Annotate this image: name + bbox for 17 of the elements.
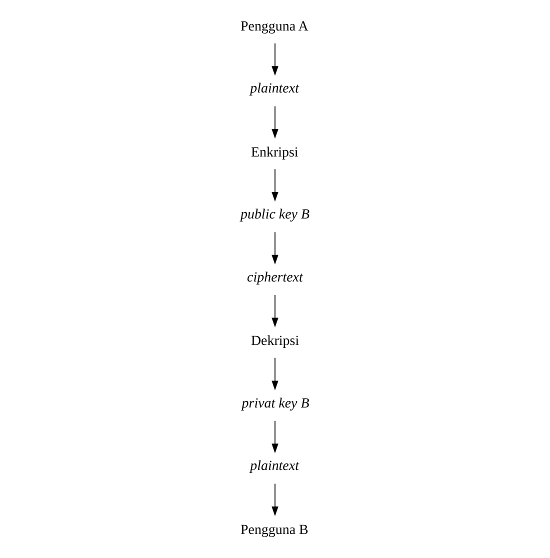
- arrow: [272, 420, 278, 454]
- node-text: plaintext: [250, 82, 299, 97]
- arrow: [272, 357, 278, 390]
- arrow: [272, 232, 278, 265]
- node-text: ciphertext: [247, 270, 303, 286]
- arrow: [272, 483, 278, 516]
- arrow: [272, 106, 278, 139]
- node-text: plaintext: [250, 459, 299, 474]
- arrow: [272, 42, 278, 76]
- arrow: [272, 168, 278, 202]
- node-text: privat key B: [242, 396, 310, 412]
- node-text: public key B: [240, 208, 310, 223]
- node-text: Dekripsi: [250, 334, 300, 350]
- node-text: Enkripsi: [250, 145, 298, 160]
- node-text: Pengguna A: [240, 20, 308, 35]
- arrow: [272, 294, 278, 328]
- node-text: Pengguna B: [240, 522, 308, 538]
